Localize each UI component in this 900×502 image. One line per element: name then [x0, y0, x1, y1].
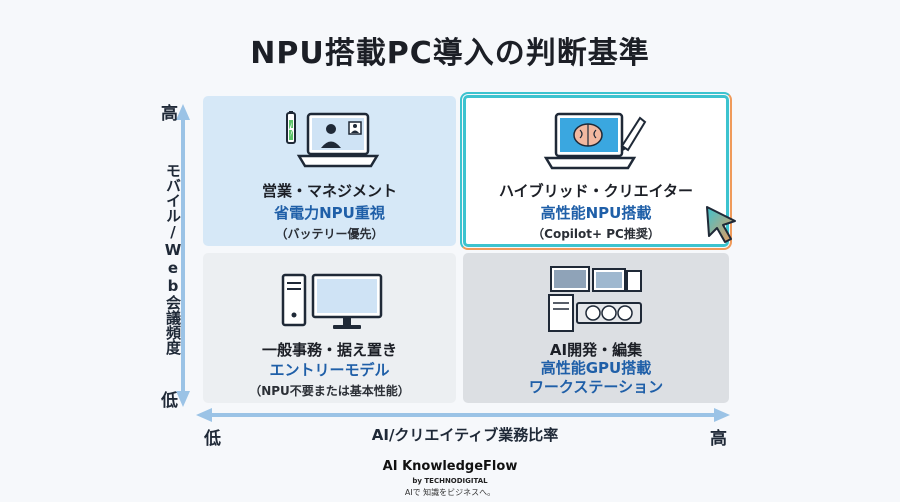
quadrant-name: ハイブリッド・クリエイター — [498, 182, 694, 200]
x-axis-high-label: 高 — [710, 429, 727, 449]
quadrant-recommendation: エントリーモデル — [269, 361, 390, 379]
quadrant-ai-development: AI開発・編集 高性能GPU搭載 ワークステーション — [463, 253, 729, 403]
quadrant-note: （Copilot+ PC推奨） — [532, 227, 660, 241]
quadrant-highlight-frame — [460, 92, 732, 250]
quadrant-sales-management: 営業・マネジメント 省電力NPU重視 （バッテリー優先） — [203, 96, 456, 246]
x-axis-arrow-left-icon — [196, 408, 212, 422]
gpu-workstation-icon — [548, 266, 642, 332]
laptop-ai-brain-icon — [543, 112, 647, 170]
footer-byline: by TECHNODIGITAL — [412, 477, 488, 485]
quadrant-note: （バッテリー優先） — [275, 227, 384, 241]
desktop-pc-icon — [281, 273, 383, 329]
x-axis-line — [210, 413, 716, 417]
y-axis-arrow-down-icon — [176, 391, 190, 407]
quadrant-name: 営業・マネジメント — [261, 182, 397, 200]
y-axis-line — [181, 118, 185, 393]
quadrant-name: AI開発・編集 — [549, 341, 643, 359]
page-title: NPU搭載PC導入の判断基準 — [250, 36, 650, 71]
mouse-cursor-icon — [706, 206, 736, 243]
y-axis-high-label: 高 — [161, 104, 178, 124]
x-axis-title: AI/クリエイティブ業務比率 — [371, 426, 559, 444]
quadrant-recommendation: 省電力NPU重視 — [274, 204, 385, 222]
y-axis-arrow-up-icon — [176, 104, 190, 120]
x-axis-arrow-right-icon — [714, 408, 730, 422]
footer-brand: AI KnowledgeFlow — [382, 459, 518, 474]
y-axis-low-label: 低 — [161, 391, 178, 411]
quadrant-hybrid-creator: ハイブリッド・クリエイター 高性能NPU搭載 （Copilot+ PC推奨） — [463, 95, 729, 247]
quadrant-recommendation-line1: 高性能GPU搭載 — [540, 359, 652, 377]
x-axis-low-label: 低 — [204, 429, 221, 449]
quadrant-name: 一般事務・据え置き — [261, 341, 397, 359]
quadrant-general-office: 一般事務・据え置き エントリーモデル （NPU不要または基本性能） — [203, 253, 456, 403]
quadrant-recommendation-line2: ワークステーション — [528, 378, 664, 396]
quadrant-recommendation: 高性能NPU搭載 — [540, 204, 652, 222]
y-axis-title: モバイル/Web会議頻度 — [164, 163, 182, 355]
footer-tagline: AIで 知識をビジネスへ。 — [404, 488, 496, 497]
quadrant-note: （NPU不要または基本性能） — [249, 384, 410, 398]
laptop-video-call-icon — [286, 111, 380, 168]
